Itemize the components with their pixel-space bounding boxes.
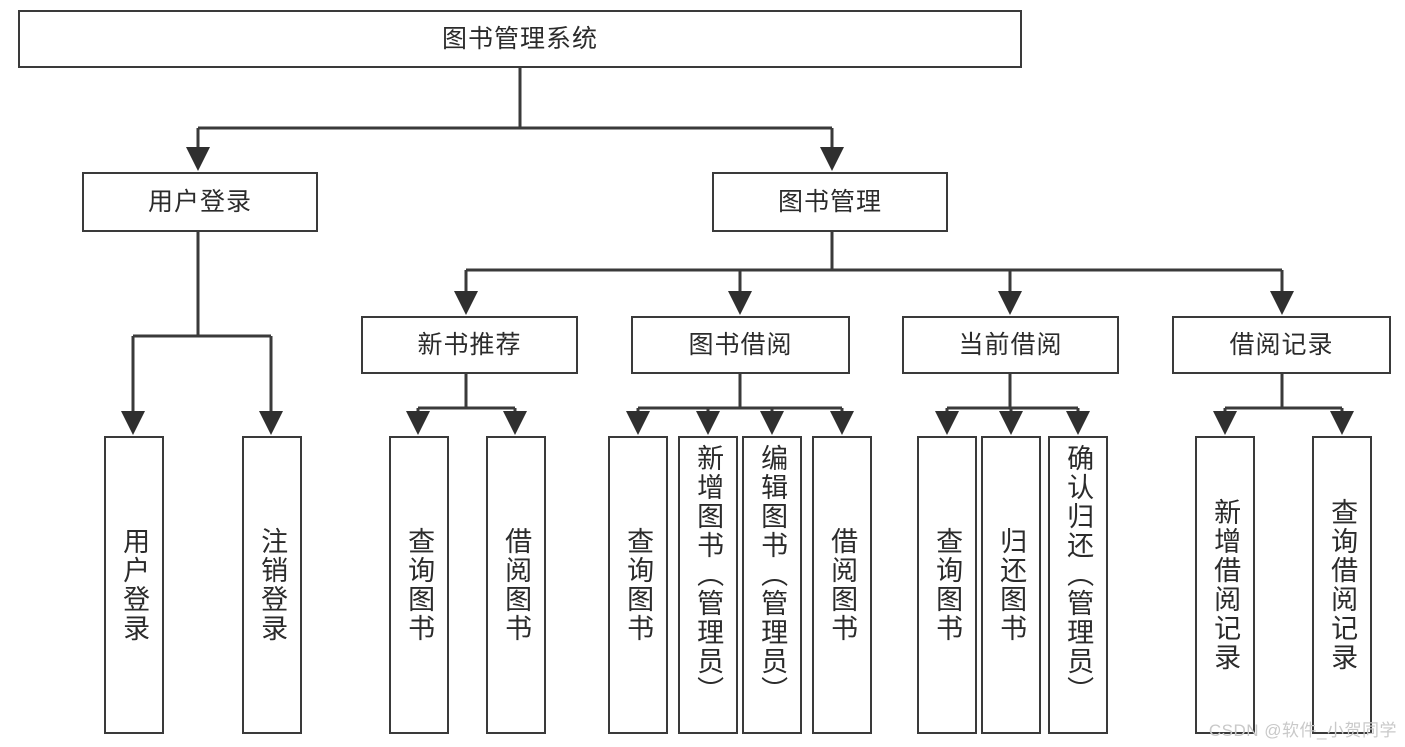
node-label: 确认归还（管理员）: [1063, 444, 1094, 705]
leaf-borrow-query-book[interactable]: 查询图书: [608, 436, 668, 734]
node-label: 新书推荐: [417, 331, 522, 359]
node-label: 图书管理: [777, 188, 882, 216]
node-label: 借阅图书: [501, 527, 532, 643]
csdn-watermark: CSDN @软件_小贺同学: [1208, 721, 1397, 740]
node-root-library-management-system[interactable]: 图书管理系统: [18, 10, 1022, 68]
node-label: 查询图书: [623, 527, 654, 643]
node-user-login[interactable]: 用户登录: [82, 172, 318, 232]
leaf-current-confirm-return-admin[interactable]: 确认归还（管理员）: [1048, 436, 1108, 734]
leaf-current-return-book[interactable]: 归还图书: [981, 436, 1041, 734]
node-label: 借阅图书: [827, 527, 858, 643]
node-label: 借阅记录: [1229, 331, 1334, 359]
node-label: 查询图书: [932, 527, 963, 643]
node-label: 用户登录: [119, 527, 150, 643]
leaf-current-query-book[interactable]: 查询图书: [917, 436, 977, 734]
node-label: 查询图书: [404, 527, 435, 643]
leaf-borrow-borrow-book[interactable]: 借阅图书: [812, 436, 872, 734]
node-book-management[interactable]: 图书管理: [712, 172, 948, 232]
node-label: 图书管理系统: [441, 25, 598, 53]
node-label: 图书借阅: [688, 331, 793, 359]
leaf-borrow-add-book-admin[interactable]: 新增图书（管理员）: [678, 436, 738, 734]
leaf-borrow-edit-book-admin[interactable]: 编辑图书（管理员）: [742, 436, 802, 734]
node-label: 用户登录: [147, 188, 252, 216]
leaf-record-add-record[interactable]: 新增借阅记录: [1195, 436, 1255, 734]
node-new-book-recommend[interactable]: 新书推荐: [361, 316, 578, 374]
node-borrow-record[interactable]: 借阅记录: [1172, 316, 1391, 374]
leaf-user-login-login[interactable]: 用户登录: [104, 436, 164, 734]
node-label: 注销登录: [257, 527, 288, 643]
node-label: 编辑图书（管理员）: [757, 444, 788, 705]
leaf-record-query-record[interactable]: 查询借阅记录: [1312, 436, 1372, 734]
leaf-user-login-logout[interactable]: 注销登录: [242, 436, 302, 734]
node-label: 查询借阅记录: [1327, 498, 1358, 672]
node-label: 归还图书: [996, 527, 1027, 643]
leaf-recommend-query-book[interactable]: 查询图书: [389, 436, 449, 734]
leaf-recommend-borrow-book[interactable]: 借阅图书: [486, 436, 546, 734]
node-current-borrow[interactable]: 当前借阅: [902, 316, 1119, 374]
node-book-borrow[interactable]: 图书借阅: [631, 316, 850, 374]
node-label: 当前借阅: [958, 331, 1063, 359]
node-label: 新增图书（管理员）: [693, 444, 724, 705]
node-label: 新增借阅记录: [1210, 498, 1241, 672]
